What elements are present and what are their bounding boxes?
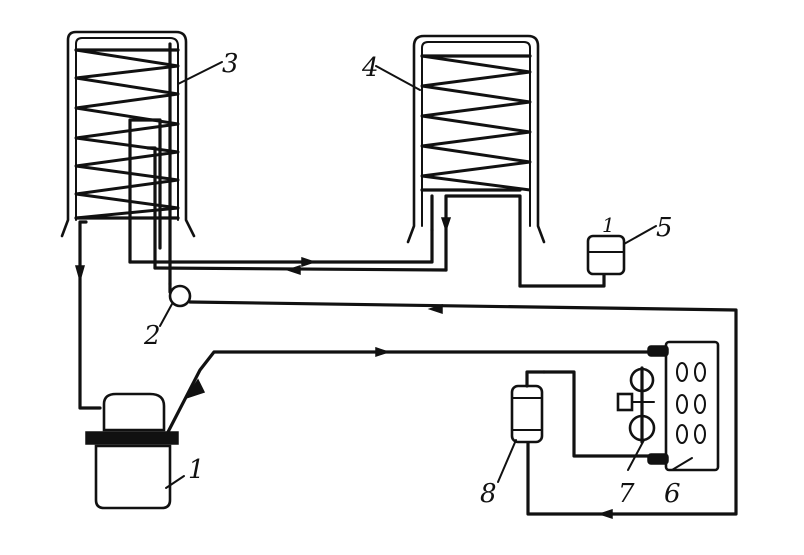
flow-arrow-discharge: [375, 346, 391, 358]
exchanger-3-coil: [74, 48, 180, 220]
label-5-small: 1: [602, 213, 615, 237]
leader-3: [177, 61, 223, 85]
condenser-6-outlet: [647, 453, 669, 465]
flow-arrow-bottom: [597, 508, 613, 520]
leader-5: [623, 225, 657, 245]
leader-7: [627, 439, 645, 471]
leader-lines: [159, 61, 693, 489]
discharge-valve-mark: [184, 378, 206, 400]
condenser-6-port-b2: [694, 394, 706, 414]
pipe-4-to-5: [518, 272, 606, 288]
label-7: 7: [618, 479, 635, 509]
leader-1: [165, 475, 185, 489]
exchanger-4-coil: [420, 54, 532, 192]
label-6: 6: [664, 479, 681, 509]
compressor-head: [102, 392, 166, 432]
flow-arrow-return: [427, 303, 443, 315]
heat-exchanger-4: [406, 34, 546, 288]
condenser-6-port-c1: [676, 424, 688, 444]
flow-arrow-down-left: [75, 265, 85, 283]
label-2: 2: [143, 321, 161, 351]
condenser-6-port-a1: [676, 362, 688, 382]
pipe-2-return-loop: [188, 300, 738, 516]
flow-arrow-upper: [301, 256, 317, 268]
pipe-3-to-4-upper: [128, 228, 434, 264]
condenser-6-port-a2: [694, 362, 706, 382]
flow-arrow-evap-inlet: [440, 217, 452, 233]
exchanger-4-inner-tube: [444, 194, 522, 288]
exchanger-3-inner-tube-b: [146, 146, 157, 270]
exchanger-3-inner-tube-a: [128, 118, 162, 264]
element-7-motor: [616, 392, 634, 412]
exchanger-3-shell: [60, 30, 196, 238]
flow-arrow-lower: [285, 264, 301, 276]
condenser-6-port-c2: [694, 424, 706, 444]
leader-2: [159, 303, 173, 327]
element-2: [168, 284, 738, 516]
compressor-body: [94, 444, 172, 510]
labels: 3 4 1 5 2 1 8 7 6: [143, 49, 681, 509]
element-8-outlet: [525, 370, 546, 388]
connecting-pipes: [128, 217, 452, 294]
compressor-1: [75, 220, 650, 510]
leader-4: [375, 65, 421, 91]
exchanger-4-shell: [406, 34, 546, 244]
label-1: 1: [188, 455, 205, 485]
discharge-pipe: [166, 350, 650, 434]
label-3: 3: [222, 49, 239, 79]
exchanger-4-inner-shell: [421, 41, 531, 227]
element-5-body: [586, 234, 626, 276]
condenser-6-port-b1: [676, 394, 688, 414]
element-7: [542, 366, 656, 458]
condenser-6: [647, 340, 720, 472]
element-5: [518, 234, 626, 288]
pipe-3-to-compressor: [78, 220, 102, 410]
condenser-6-body: [664, 340, 720, 472]
heat-exchanger-3: [60, 30, 196, 286]
leader-8: [497, 439, 517, 483]
label-4: 4: [361, 53, 379, 83]
leader-6: [671, 457, 693, 471]
label-8: 8: [480, 479, 497, 509]
element-8: [510, 370, 613, 520]
exchanger-3-inner-shell: [75, 37, 179, 221]
compressor-flange: [85, 431, 179, 445]
condenser-6-inlet: [647, 345, 669, 357]
element-8-body: [510, 384, 544, 444]
label-5: 5: [656, 213, 673, 243]
pipe-8-to-6: [542, 370, 650, 458]
element-2-circle: [168, 284, 192, 308]
